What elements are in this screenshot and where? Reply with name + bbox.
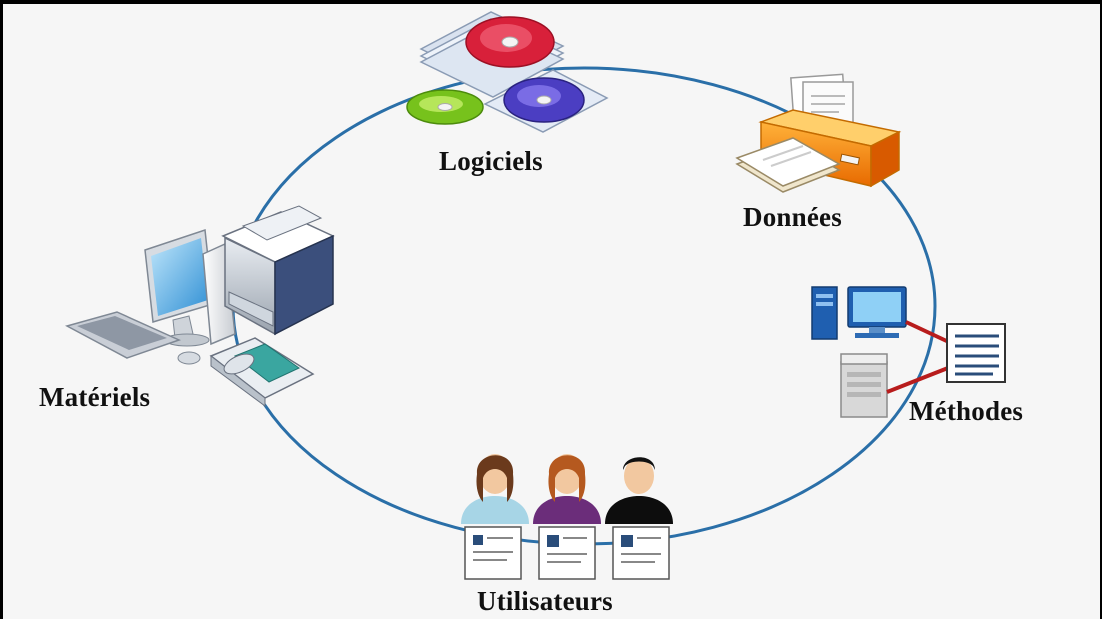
- node-label-utilisateurs: Utilisateurs: [477, 586, 613, 616]
- users-icon: [461, 454, 673, 580]
- node-label-logiciels: Logiciels: [439, 146, 543, 176]
- hardware-icon: [64, 205, 335, 407]
- procedure-network-icon: [811, 286, 1006, 418]
- node-label-donnees: Données: [743, 202, 842, 232]
- software-discs-icon: [406, 11, 609, 133]
- node-label-materiels: Matériels: [39, 382, 151, 412]
- file-drawer-icon: [735, 73, 902, 193]
- information-system-cycle-diagram: [64, 11, 1006, 580]
- node-label-methodes: Méthodes: [909, 396, 1024, 426]
